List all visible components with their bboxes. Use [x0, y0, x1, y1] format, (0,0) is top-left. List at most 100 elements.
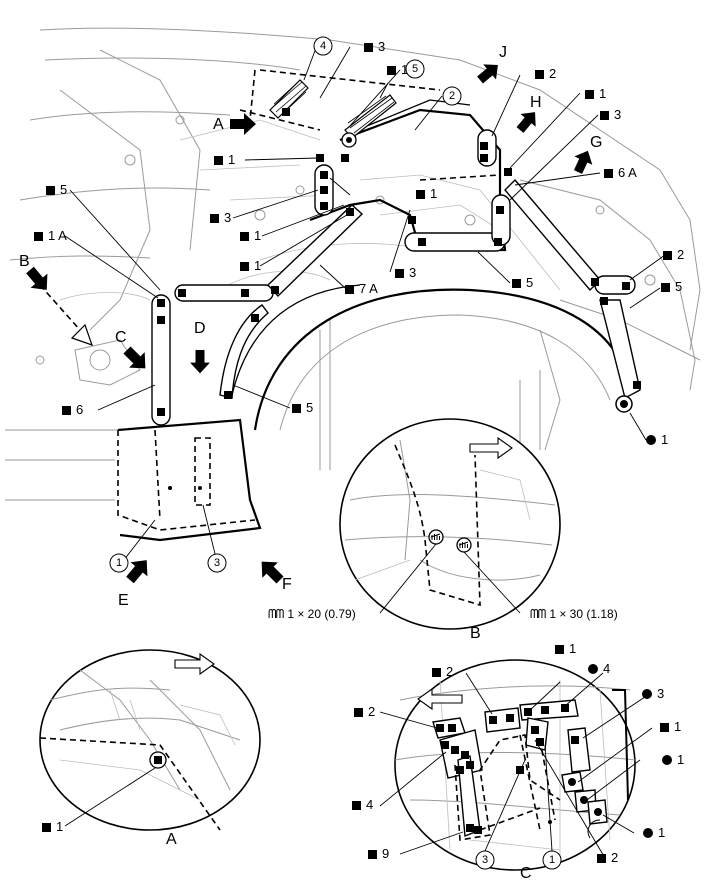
filled-square-icon — [661, 283, 670, 292]
detail-c-part-1: 1 — [548, 854, 556, 866]
detail-c-dot-1-b: 1 — [643, 826, 665, 840]
view-letter-d: D — [194, 320, 206, 337]
callout-square-1-b: 1 — [416, 187, 437, 201]
view-letter-e: E — [118, 592, 129, 609]
filled-square-icon — [512, 279, 521, 288]
callout-square-3-bot: 3 — [395, 266, 416, 280]
filled-square-icon — [604, 169, 613, 178]
detail-c-dot-4: 4 — [588, 662, 610, 676]
detail-b — [339, 418, 561, 630]
detail-label-c: C — [520, 865, 532, 882]
part-number-4: 4 — [319, 40, 327, 52]
filled-circle-icon — [588, 664, 598, 674]
callout-square-5-arch: 5 — [292, 401, 313, 415]
view-letter-b: B — [19, 253, 30, 270]
filled-square-icon — [46, 186, 55, 195]
callout-square-3-mid: 3 — [210, 211, 231, 225]
view-letter-c: C — [115, 329, 127, 346]
callout-square-2-top: 2 — [535, 67, 556, 81]
view-letter-a: A — [213, 116, 224, 133]
wheel-arch — [231, 284, 632, 431]
filled-square-icon — [535, 70, 544, 79]
filled-square-icon — [364, 43, 373, 52]
filled-square-icon — [352, 801, 361, 810]
detail-a — [39, 649, 261, 831]
filled-square-icon — [210, 214, 219, 223]
callout-square-3-top: 3 — [364, 40, 385, 54]
detail-c — [379, 659, 653, 871]
filled-circle-icon — [643, 828, 653, 838]
callout-dot-1-wheel: 1 — [646, 433, 668, 447]
detail-c-square-2-top: 2 — [432, 665, 453, 679]
filled-square-icon — [292, 404, 301, 413]
hatched-strips — [269, 79, 397, 139]
view-letter-h: H — [530, 94, 542, 111]
filled-square-icon — [34, 232, 43, 241]
bolt-symbol-icon: ᗰᗰ — [268, 607, 284, 621]
callout-square-1-c: 1 — [240, 259, 261, 273]
detail-c-square-4: 4 — [352, 798, 373, 812]
view-b-hollow-arrowhead — [70, 323, 93, 346]
callout-square-1a: 1 A — [34, 229, 67, 243]
view-letter-g: G — [590, 134, 603, 151]
filled-square-icon — [214, 156, 223, 165]
detail-c-square-1-top: 1 — [555, 642, 576, 656]
filled-square-icon — [42, 823, 51, 832]
view-b-dashed-path — [39, 284, 81, 331]
callout-square-5-right: 5 — [661, 280, 682, 294]
filled-square-icon — [663, 251, 672, 260]
detail-label-b: B — [470, 625, 481, 642]
callout-square-1-top: 1 — [387, 63, 408, 77]
callout-square-1-a: 1 — [214, 153, 235, 167]
filled-square-icon — [585, 90, 594, 99]
filled-square-icon — [395, 269, 404, 278]
callout-square-1-h: 1 — [585, 87, 606, 101]
part-number-3: 3 — [213, 557, 221, 569]
part-number-5: 5 — [411, 63, 419, 75]
detail-c-dot-1-a: 1 — [662, 753, 684, 767]
filled-square-icon — [432, 668, 441, 677]
sill-panel — [117, 418, 262, 542]
filled-square-icon — [240, 232, 249, 241]
filled-square-icon — [62, 406, 71, 415]
detail-a-square-1: 1 — [42, 820, 63, 834]
callout-square-2-right: 2 — [663, 248, 684, 262]
detail-label-a: A — [166, 831, 177, 848]
view-letter-f: F — [282, 576, 292, 593]
view-letter-j: J — [499, 44, 507, 61]
detail-c-part-3: 3 — [481, 854, 489, 866]
filled-square-icon — [416, 190, 425, 199]
callout-square-5-left: 5 — [46, 183, 67, 197]
filled-square-icon — [368, 850, 377, 859]
filled-circle-icon — [642, 689, 652, 699]
wheel-bolt-dot — [620, 400, 628, 408]
filled-square-icon — [600, 111, 609, 120]
callout-square-7a: 7 A — [345, 282, 378, 296]
callout-square-1-mid: 1 — [240, 229, 261, 243]
callout-square-6a: 6 A — [604, 166, 637, 180]
part-number-1: 1 — [115, 557, 123, 569]
detail-c-square-2-bot: 2 — [597, 851, 618, 865]
filled-square-icon — [660, 723, 669, 732]
filled-square-icon — [354, 708, 363, 717]
callout-square-3-g: 3 — [600, 108, 621, 122]
filled-square-icon — [597, 854, 606, 863]
detail-c-square-2-left: 2 — [354, 705, 375, 719]
bolt-symbol-icon: ᗰᗰ — [530, 607, 546, 621]
filled-square-icon — [555, 645, 564, 654]
filled-circle-icon — [646, 435, 656, 445]
callout-square-5-mid: 5 — [512, 276, 533, 290]
detail-c-dot-3: 3 — [642, 687, 664, 701]
detail-c-square-9: 9 — [368, 847, 389, 861]
filled-square-icon — [387, 66, 396, 75]
leader-lines — [64, 46, 666, 566]
filled-circle-icon — [662, 755, 672, 765]
detail-c-square-1-right: 1 — [660, 720, 681, 734]
callout-square-6: 6 — [62, 403, 83, 417]
filled-square-icon — [345, 285, 354, 294]
filled-square-icon — [240, 262, 249, 271]
